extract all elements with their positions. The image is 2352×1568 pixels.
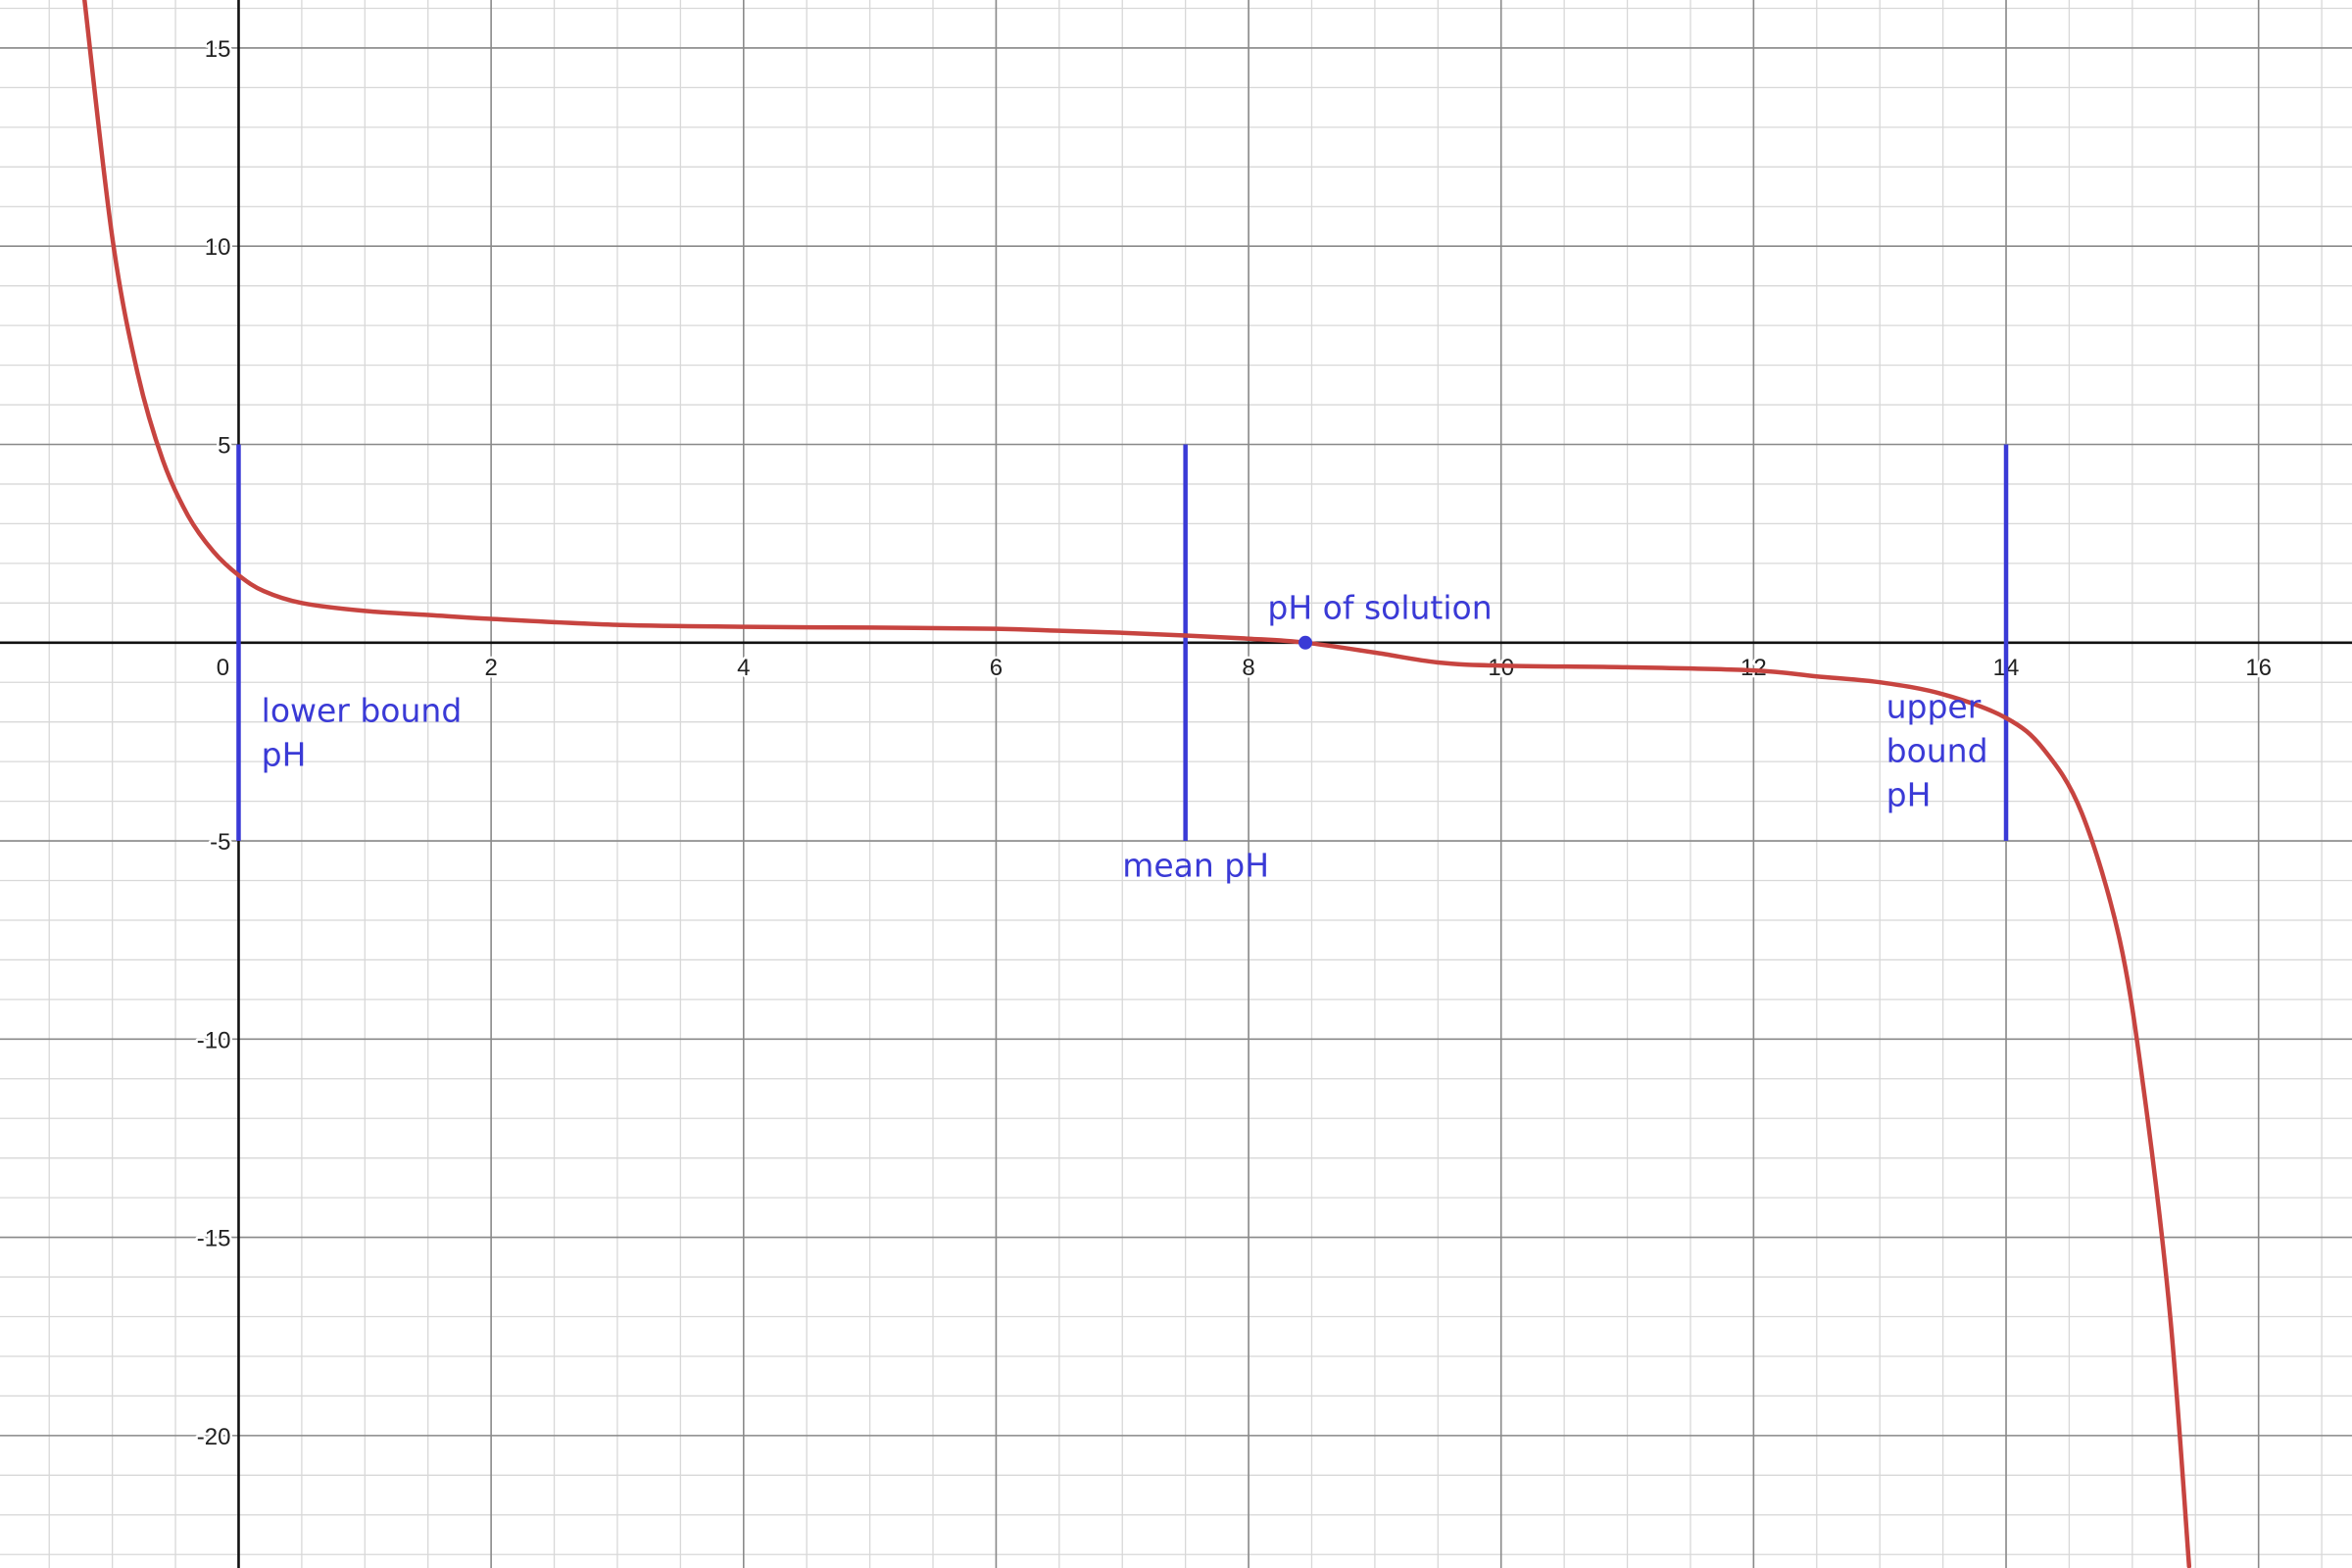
x-tick-label: 2 [484,655,497,681]
y-tick-label: -10 [197,1027,231,1054]
x-tick-label: 8 [1242,655,1254,681]
y-tick-label: -15 [197,1226,231,1252]
curve-layer [82,0,2192,1568]
annotation-label: pH of solution [1267,589,1492,627]
y-tick-label: 10 [205,234,231,261]
annotation-line: pH [1886,776,1932,814]
annotation-label: lower bound pH [262,692,463,774]
y-tick-label: -20 [197,1424,231,1450]
x-tick-label: 16 [2245,655,2272,681]
solution-point [1298,635,1313,650]
y-tick-label: -5 [210,829,230,856]
y-tick-label: 15 [205,36,231,63]
x-tick-label: 12 [1740,655,1767,681]
annotation-line: upper [1886,688,1982,726]
x-tick-label: 4 [737,655,750,681]
point-markers [1298,635,1313,650]
annotation-line: pH [262,736,307,774]
vertical-markers [236,444,2009,842]
curve-line [82,0,2192,1568]
annotation-line: lower bound [262,692,463,730]
annotation-line: mean pH [1122,846,1269,884]
annotation-label: mean pH [1122,846,1269,884]
annotations: lower bound pH mean pH pH of solution upper b… [262,589,1988,885]
annotation-line: pH of solution [1267,589,1492,627]
annotation-line: bound [1886,732,1988,770]
y-tick-label: 5 [218,433,230,460]
annotation-label: upper bound pH [1886,688,1988,814]
x-tick-label: 6 [990,655,1003,681]
x-tick-label: 0 [217,655,229,681]
tick-labels: 024681012141615105-5-10-15-20 [194,33,2274,1452]
